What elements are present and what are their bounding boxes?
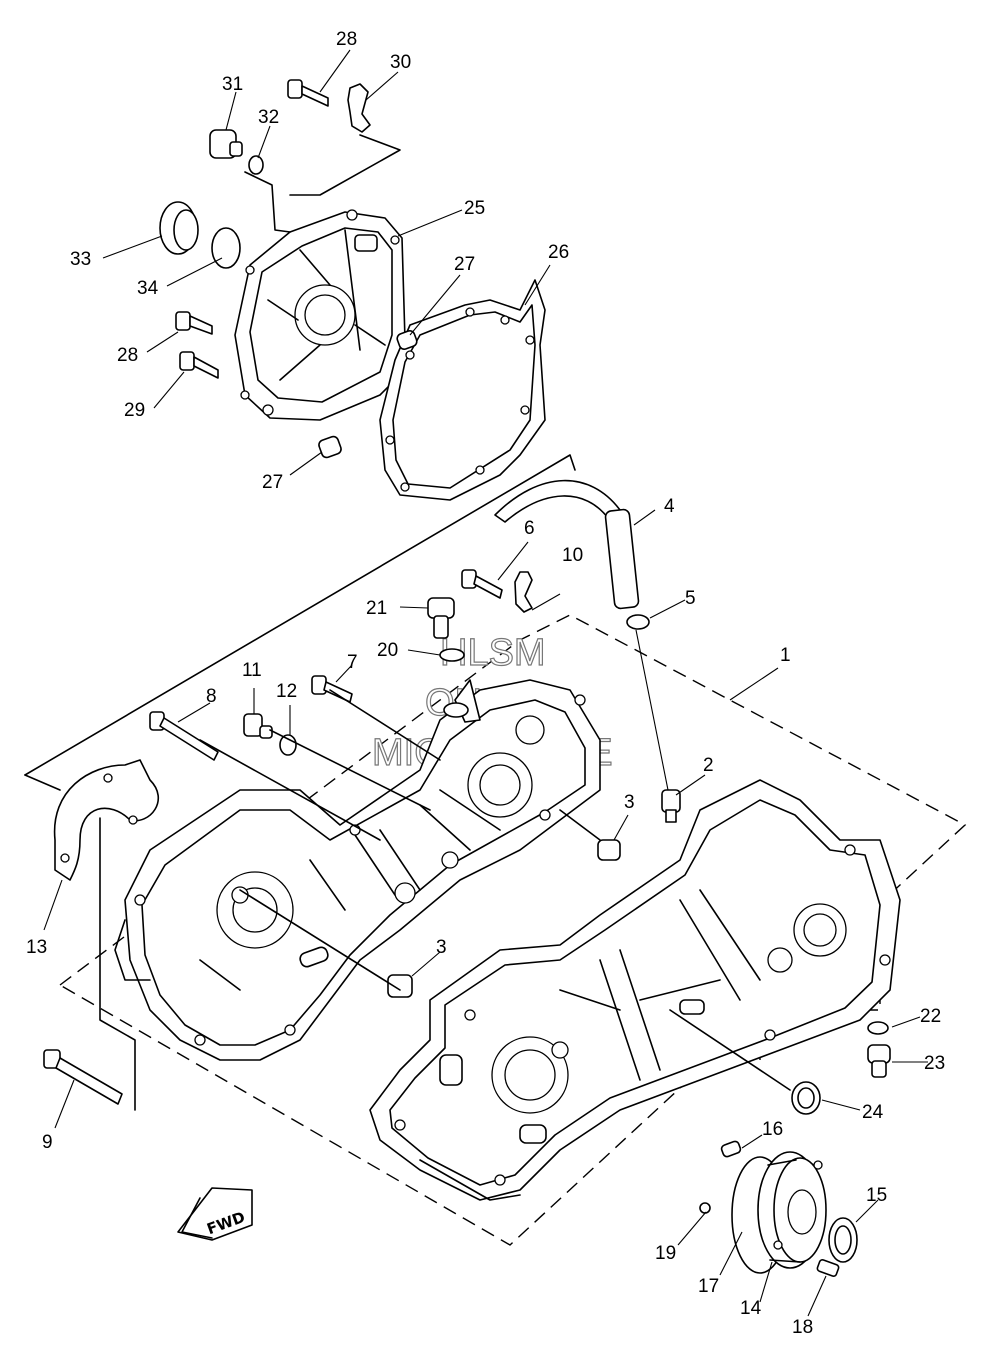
callout-27a: 27 xyxy=(454,254,475,275)
side-plate xyxy=(53,759,159,881)
crankcase-cover xyxy=(234,209,406,421)
callout-33: 33 xyxy=(70,249,91,270)
callout-20: 20 xyxy=(377,640,398,661)
forward-direction-badge: FWD xyxy=(177,1187,253,1241)
oil-seal-top xyxy=(159,201,241,269)
callout-7: 7 xyxy=(347,652,358,673)
dowel-pins xyxy=(318,330,418,459)
callout-4: 4 xyxy=(664,496,675,517)
callout-32: 32 xyxy=(258,107,279,128)
callout-27b: 27 xyxy=(262,472,283,493)
callout-25: 25 xyxy=(464,198,485,219)
filler-plug xyxy=(209,129,264,175)
callout-31: 31 xyxy=(222,74,243,95)
callout-16: 16 xyxy=(762,1119,783,1140)
long-bolt-9 xyxy=(43,1049,123,1105)
callout-22: 22 xyxy=(920,1006,941,1027)
leader-lines xyxy=(43,49,928,1317)
callout-13: 13 xyxy=(26,937,47,958)
callout-5: 5 xyxy=(685,588,696,609)
callout-23: 23 xyxy=(924,1053,945,1074)
callout-19: 19 xyxy=(655,1243,676,1264)
long-bolt-8 xyxy=(149,711,219,761)
cover-bolts xyxy=(175,79,329,379)
callout-numbers: 28 30 31 32 25 33 27 26 34 28 29 27 4 6 … xyxy=(26,29,945,1338)
callout-30: 30 xyxy=(390,52,411,73)
callout-2: 2 xyxy=(703,755,714,776)
callout-3b: 3 xyxy=(436,937,447,958)
callout-15: 15 xyxy=(866,1185,887,1206)
callout-1: 1 xyxy=(780,645,791,666)
callout-14: 14 xyxy=(740,1298,762,1319)
callout-9: 9 xyxy=(42,1132,53,1153)
callout-17: 17 xyxy=(698,1276,719,1297)
cover-gasket xyxy=(379,279,546,501)
callout-28a: 28 xyxy=(336,29,357,50)
callout-3a: 3 xyxy=(624,792,635,813)
callout-28b: 28 xyxy=(117,345,138,366)
callout-26: 26 xyxy=(548,242,569,263)
cable-clip-top xyxy=(347,83,371,133)
callout-21: 21 xyxy=(366,598,387,619)
breather-hose xyxy=(494,479,681,823)
callout-29: 29 xyxy=(124,400,145,421)
callout-12: 12 xyxy=(276,681,297,702)
callout-24: 24 xyxy=(862,1102,884,1123)
callout-34: 34 xyxy=(137,278,159,299)
bolt-6-clip-10 xyxy=(461,569,533,613)
dowels-3 xyxy=(387,839,621,998)
callout-8: 8 xyxy=(206,686,217,707)
callout-6: 6 xyxy=(524,518,535,539)
callout-10: 10 xyxy=(562,545,583,566)
drain-plug-21 xyxy=(427,597,469,718)
seal-housing-assembly xyxy=(699,1140,858,1278)
callout-11: 11 xyxy=(242,660,262,681)
left-crankcase-half xyxy=(114,679,601,1061)
bolts-7-11-12 xyxy=(243,675,353,756)
callout-18: 18 xyxy=(792,1317,813,1338)
right-crankcase-half xyxy=(369,779,901,1201)
parts-22-23-24 xyxy=(791,1021,891,1115)
